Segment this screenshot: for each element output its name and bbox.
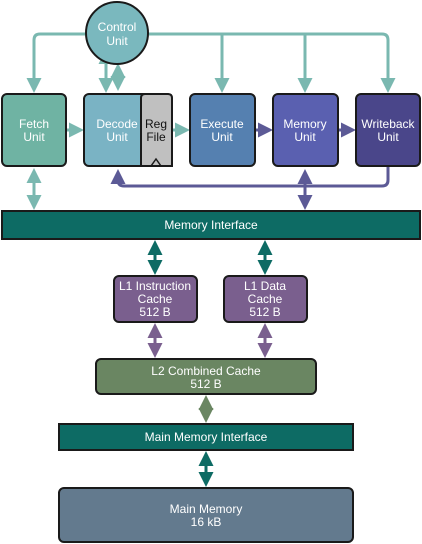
memory-interface: Memory Interface — [1, 210, 421, 240]
l2-combined-cache: L2 Combined Cache 512 B — [95, 358, 317, 395]
fetch-unit-label-1: Fetch — [19, 117, 49, 131]
l1-data-label-1: L1 Data — [244, 279, 286, 293]
reg-file-label-1: Reg — [145, 117, 167, 131]
writeback-unit-label-2: Unit — [377, 130, 399, 144]
writeback-unit: Writeback Unit — [355, 93, 421, 167]
l2-cache-label-1: L2 Combined Cache — [151, 364, 261, 378]
memory-unit-label-2: Unit — [294, 130, 316, 144]
control-to-fetch-arrow — [26, 32, 86, 93]
main-memory: Main Memory 16 kB — [58, 487, 354, 543]
l2-cache-label-2: 512 B — [190, 377, 221, 391]
main-memory-interface-label: Main Memory Interface — [145, 430, 268, 444]
control-unit-label-2: Unit — [106, 34, 128, 48]
execute-unit: Execute Unit — [189, 93, 256, 167]
register-file-clock-icon — [150, 157, 162, 167]
l1-instruction-cache: L1 Instruction Cache 512 B — [113, 275, 198, 323]
decode-unit-label-2: Unit — [106, 130, 128, 144]
l1-data-cache: L1 Data Cache 512 B — [223, 275, 308, 323]
l1-data-label-3: 512 B — [249, 305, 280, 319]
writeback-unit-label-1: Writeback — [361, 117, 415, 131]
reg-file-label-2: File — [146, 130, 166, 144]
writeback-to-decode-arrow — [110, 167, 390, 188]
memory-unit-label-1: Memory — [283, 117, 326, 131]
writeback-bus — [110, 167, 390, 210]
control-bus — [26, 32, 396, 93]
main-memory-label-2: 16 kB — [191, 515, 222, 529]
fetch-unit: Fetch Unit — [1, 93, 67, 167]
l1-instruction-label-1: L1 Instruction — [119, 279, 191, 293]
control-to-writeback-arrow — [148, 32, 396, 93]
fetch-unit-label-2: Unit — [23, 130, 45, 144]
decode-unit-label-1: Decode — [96, 117, 138, 131]
main-memory-label-1: Main Memory — [170, 502, 243, 516]
control-unit-label-1: Control — [98, 20, 137, 34]
execute-unit-label-1: Execute — [200, 117, 244, 131]
memory-interface-label: Memory Interface — [164, 218, 258, 232]
control-unit: Control Unit — [85, 1, 149, 65]
memory-unit: Memory Unit — [272, 93, 339, 167]
register-file: Reg File — [140, 93, 173, 167]
main-memory-interface: Main Memory Interface — [58, 423, 354, 451]
l1-instruction-label-3: 512 B — [139, 305, 170, 319]
execute-unit-label-2: Unit — [211, 130, 233, 144]
l1-instruction-label-2: Cache — [138, 292, 173, 306]
l1-data-label-2: Cache — [248, 292, 283, 306]
